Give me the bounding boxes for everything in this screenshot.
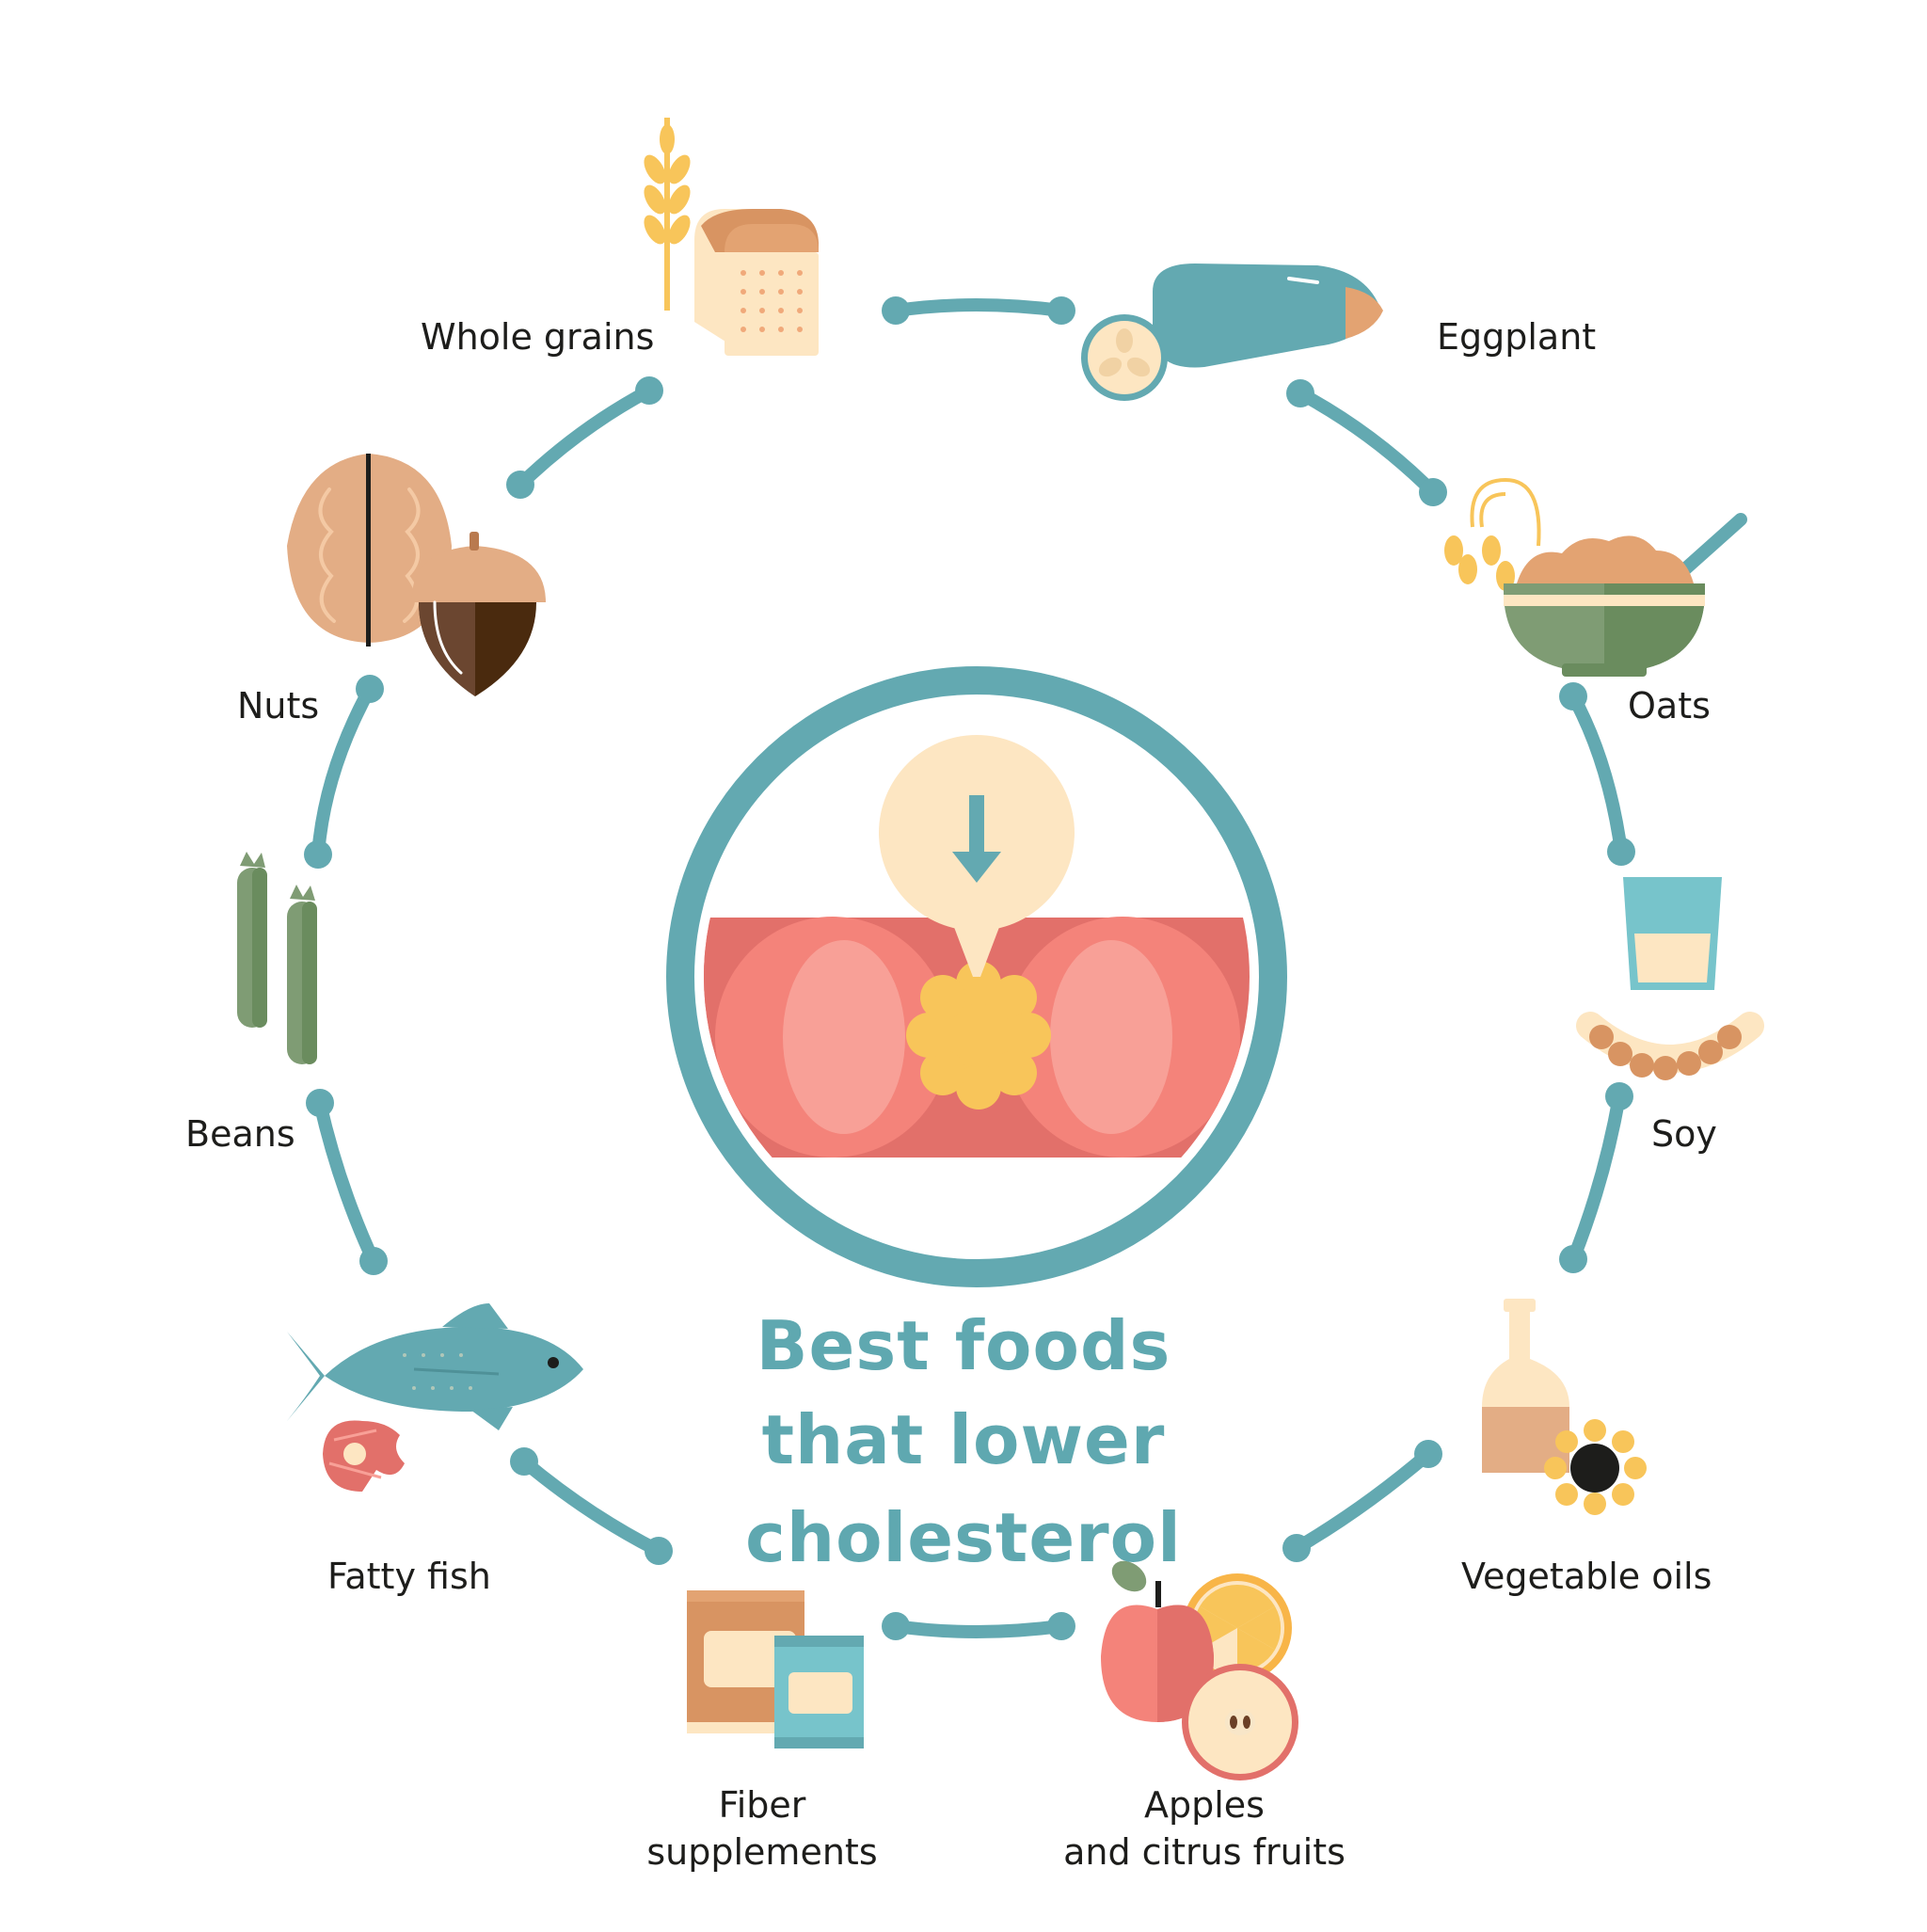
oil-bottle-sunflower-icon	[1482, 1299, 1647, 1515]
connector-arcs	[311, 298, 1628, 1638]
connector-nuts-grains	[514, 384, 656, 491]
label-apples-citrus-line1: Apples	[1144, 1784, 1265, 1826]
oatmeal-bowl-icon	[1444, 477, 1747, 677]
connector-fiber-fish	[518, 1455, 665, 1557]
label-oats: Oats	[1628, 685, 1711, 726]
apple-orange-icon	[1101, 1560, 1298, 1780]
soy-milk-icon	[1576, 877, 1764, 1080]
label-beans: Beans	[185, 1113, 295, 1155]
label-eggplant: Eggplant	[1437, 316, 1597, 358]
label-soy: Soy	[1651, 1113, 1717, 1155]
connector-oats-soy	[1567, 690, 1628, 858]
label-apples-citrus-line2: and citrus fruits	[1063, 1831, 1346, 1873]
supplement-jars-icon	[687, 1590, 864, 1748]
connector-eggplant-oats	[1294, 387, 1440, 499]
connector-dots	[304, 296, 1635, 1640]
label-fiber-supplements-line2: supplements	[646, 1831, 878, 1873]
label-fiber-supplements-line1: Fiber	[718, 1784, 806, 1826]
artery-plaque-icon	[666, 666, 1287, 1287]
connector-beans-nuts	[311, 682, 376, 861]
label-nuts: Nuts	[237, 685, 320, 726]
label-whole-grains: Whole grains	[421, 316, 655, 358]
green-beans-icon	[237, 852, 317, 1064]
label-fatty-fish: Fatty fish	[327, 1556, 491, 1597]
connector-soy-oils	[1567, 1090, 1626, 1266]
label-vegetable-oils: Vegetable oils	[1461, 1556, 1712, 1597]
walnut-acorn-icon	[287, 454, 546, 696]
connector-apples-fiber	[889, 1620, 1068, 1638]
wheat-bread-icon	[644, 118, 819, 356]
title-line-1: Best foods	[756, 1306, 1171, 1385]
page-title: Best foods that lower cholesterol	[587, 1297, 1340, 1577]
eggplant-icon	[1081, 263, 1383, 401]
connector-grains-eggplant	[889, 298, 1068, 317]
connector-fish-beans	[313, 1096, 380, 1268]
fish-icon	[287, 1303, 583, 1492]
title-line-2: that lower cholesterol	[745, 1400, 1182, 1577]
connector-oils-apples	[1290, 1447, 1435, 1555]
